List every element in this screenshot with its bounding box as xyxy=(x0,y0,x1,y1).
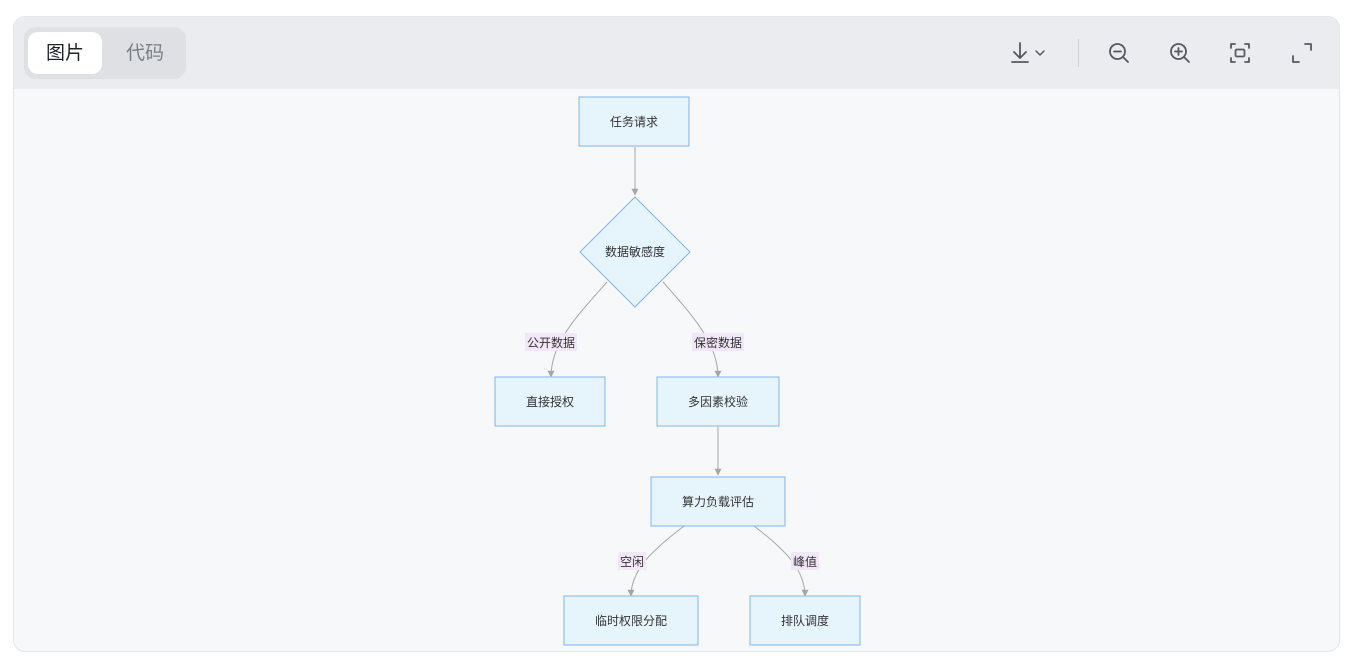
edges xyxy=(547,147,809,597)
node-temp-permission-label: 临时权限分配 xyxy=(595,614,667,628)
diagram-viewer: 图片 代码 xyxy=(13,16,1340,652)
node-compute-load-label: 算力负载评估 xyxy=(682,494,754,509)
node-queue-label: 排队调度 xyxy=(781,613,829,628)
view-tabs: 图片 代码 xyxy=(24,27,186,79)
node-mfa-label: 多因素校验 xyxy=(688,394,748,409)
edge-sensitivity-to-direct xyxy=(547,281,608,378)
edge-load-to-queue xyxy=(753,525,809,597)
edge-label-public-text: 公开数据 xyxy=(527,335,575,350)
node-direct-auth-label: 直接授权 xyxy=(526,394,574,409)
edge-label-public: 公开数据 xyxy=(525,333,577,351)
edge-sensitivity-to-mfa xyxy=(662,281,722,378)
toolbar-divider xyxy=(1078,39,1079,67)
edge-label-secret-text: 保密数据 xyxy=(694,335,742,350)
edge-label-secret: 保密数据 xyxy=(692,333,744,351)
edge-label-peak-text: 峰值 xyxy=(793,554,817,569)
toolbar: 图片 代码 xyxy=(14,17,1339,89)
edge-load-to-temp xyxy=(627,525,685,597)
fit-screen-icon[interactable] xyxy=(1224,37,1256,69)
node-data-sensitivity-label: 数据敏感度 xyxy=(605,244,665,259)
tab-code[interactable]: 代码 xyxy=(125,42,164,64)
edge-label-idle: 空闲 xyxy=(618,552,646,570)
node-compute-load[interactable]: 算力负载评估 xyxy=(650,476,786,527)
chevron-down-icon[interactable] xyxy=(1030,37,1050,69)
tab-image[interactable]: 图片 xyxy=(28,32,102,74)
node-mfa[interactable]: 多因素校验 xyxy=(656,376,780,427)
diagram-canvas[interactable]: 公开数据 保密数据 空闲 峰值 任务请求 数据敏感度 xyxy=(14,89,1339,651)
node-queue[interactable]: 排队调度 xyxy=(749,595,861,646)
zoom-out-icon[interactable] xyxy=(1103,37,1135,69)
download-icon[interactable] xyxy=(1004,37,1036,69)
node-temp-permission[interactable]: 临时权限分配 xyxy=(563,595,699,646)
zoom-in-icon[interactable] xyxy=(1164,37,1196,69)
fullscreen-icon[interactable] xyxy=(1286,37,1318,69)
edge-label-idle-text: 空闲 xyxy=(620,555,644,569)
node-data-sensitivity[interactable]: 数据敏感度 xyxy=(579,196,691,308)
edge-label-peak: 峰值 xyxy=(791,552,819,570)
node-direct-auth[interactable]: 直接授权 xyxy=(494,376,606,427)
node-task-request-label: 任务请求 xyxy=(610,114,658,129)
node-task-request[interactable]: 任务请求 xyxy=(578,96,690,147)
